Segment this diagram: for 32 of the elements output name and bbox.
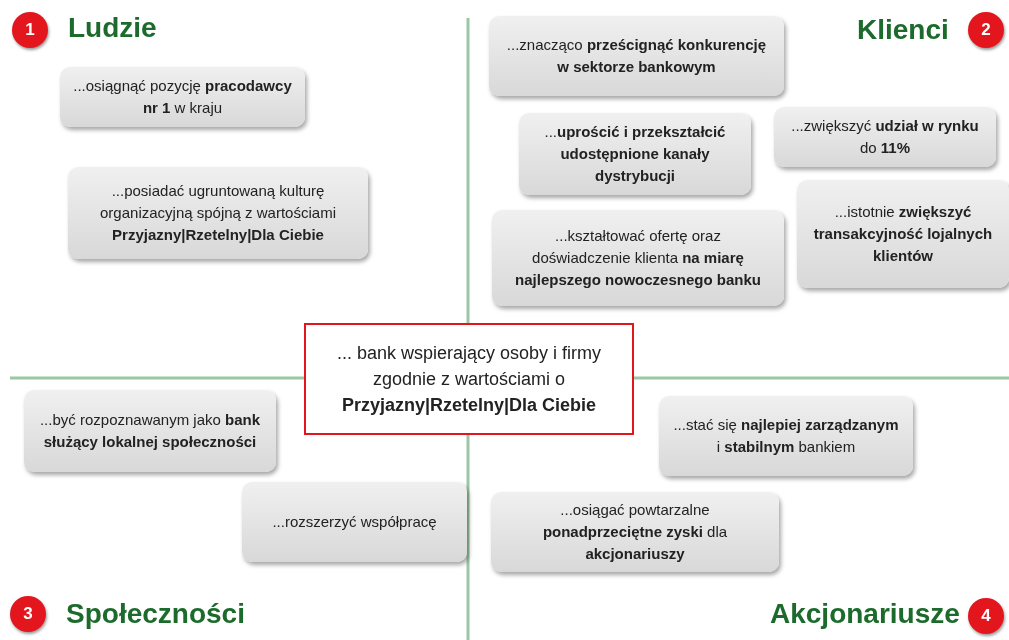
quadrant-heading: Społeczności — [66, 598, 245, 630]
goal-box — [774, 107, 996, 167]
goal-box — [492, 210, 784, 306]
goal-text: ...stać się najlepiej zarządzanym i stabilnym bankiem — [672, 415, 900, 457]
number-badge: 4 — [968, 598, 1004, 634]
goal-box — [242, 482, 467, 562]
goal-box — [491, 492, 779, 572]
goal-text: ...zwiększyć udział w rynku do 11% — [790, 116, 980, 158]
number-badge: 1 — [12, 12, 48, 48]
quadrant-heading: Klienci — [857, 14, 949, 46]
number-badge: 3 — [10, 596, 46, 632]
goal-box — [24, 390, 276, 472]
goal-text: ...kształtować ofertę oraz doświadczenie klienta na miarę najlepszego nowoczesnego banku — [514, 226, 762, 290]
quadrant-heading: Akcjonariusze — [770, 598, 960, 630]
goal-text: ...posiadać ugruntowaną kulturę organizacyjną spójną z wartościami Przyjazny|Rzetelny|Dla Ciebie — [99, 181, 337, 245]
goal-text: ...znacząco prześcignąć konkurencję w sektorze bankowym — [505, 35, 768, 77]
quadrant-heading: Ludzie — [68, 12, 157, 44]
goal-box — [489, 16, 784, 96]
goal-text: ...uprościć i przekształcić udostępnione kanały dystrybucji — [543, 122, 727, 186]
goal-text: ...osiągnąć pozycję pracodawcy nr 1 w kraju — [72, 76, 293, 118]
goal-text: ...rozszerzyć współpracę — [272, 512, 437, 533]
goal-box — [519, 113, 751, 195]
goal-text: ...istotnie zwiększyć transakcyjność lojalnych klientów — [812, 202, 994, 266]
goal-box — [68, 167, 368, 259]
mission-text: ... bank wspierający osoby i firmy zgodnie z wartościami o Przyjazny|Rzetelny|Dla Ciebie — [335, 341, 603, 418]
goal-text: ...osiągać powtarzalne ponadprzeciętne zyski dla akcjonariuszy — [541, 500, 729, 564]
goal-box — [60, 67, 305, 127]
mission-box — [304, 323, 634, 435]
goal-box — [659, 396, 913, 476]
goal-box — [797, 180, 1009, 288]
number-badge: 2 — [968, 12, 1004, 48]
goal-text: ...być rozpoznawanym jako bank służący lokalnej społeczności — [38, 410, 262, 452]
